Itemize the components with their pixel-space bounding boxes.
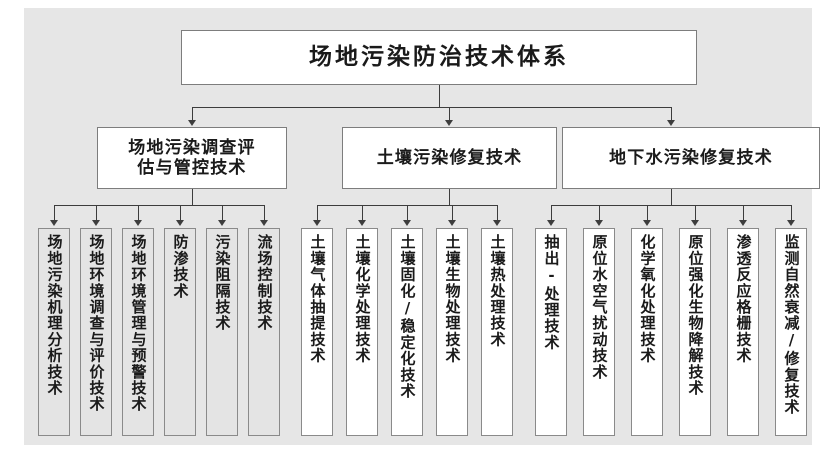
leaf-node-g1-c6-label: 流场控制技术 bbox=[255, 234, 274, 332]
arrow-down-icon-g3-c4 bbox=[691, 220, 699, 226]
arrow-down-icon-g1-c6 bbox=[260, 220, 268, 226]
leaf-node-g3-c1[interactable]: 抽出-处理技术 bbox=[535, 228, 567, 436]
connector-branch-2-leaf-4 bbox=[452, 205, 453, 221]
diagram-canvas: 场地污染防治技术体系 场地污染调查评 估与管控技术 土壤污染修复技术 地下水污染… bbox=[24, 8, 820, 445]
connector-branch-1-leaf-3 bbox=[138, 205, 139, 221]
leaf-node-g3-c6[interactable]: 监测自然衰减/修复技术 bbox=[775, 228, 807, 436]
leaf-node-g2-c4-label: 土壤生物处理技术 bbox=[443, 234, 462, 364]
branch-node-soil[interactable]: 土壤污染修复技术 bbox=[342, 127, 557, 189]
connector-branch-1-stem bbox=[192, 189, 193, 205]
arrow-down-icon-g1-c3 bbox=[134, 220, 142, 226]
leaf-node-g1-c4[interactable]: 防渗技术 bbox=[164, 228, 196, 436]
connector-branch-3-leaf-5 bbox=[743, 205, 744, 221]
connector-branch-2-stem bbox=[449, 189, 450, 205]
arrow-down-icon-g3-c5 bbox=[739, 220, 747, 226]
connector-branch-1-bus bbox=[54, 205, 264, 206]
arrow-down-icon-g1-c1 bbox=[50, 220, 58, 226]
leaf-node-g2-c2[interactable]: 土壤化学处理技术 bbox=[346, 228, 378, 436]
connector-branch-1-leaf-4 bbox=[180, 205, 181, 221]
connector-branch-3-leaf-2 bbox=[599, 205, 600, 221]
branch-node-investigation[interactable]: 场地污染调查评 估与管控技术 bbox=[97, 127, 287, 189]
leaf-node-g2-c3-label: 土壤固化/稳定化技术 bbox=[398, 234, 417, 399]
arrow-down-icon-g3-c2 bbox=[595, 220, 603, 226]
arrow-down-icon-g2-c5 bbox=[493, 220, 501, 226]
connector-branch-1-leaf-5 bbox=[222, 205, 223, 221]
root-node-label: 场地污染防治技术体系 bbox=[309, 43, 569, 70]
leaf-node-g1-c6[interactable]: 流场控制技术 bbox=[248, 228, 280, 436]
connector-root-to-branch-1 bbox=[192, 107, 193, 121]
arrow-down-icon-g3-c6 bbox=[787, 220, 795, 226]
leaf-node-g3-c5-label: 渗透反应格栅技术 bbox=[734, 234, 753, 364]
connector-root-to-branch-3 bbox=[671, 107, 672, 121]
leaf-node-g2-c5-label: 土壤热处理技术 bbox=[488, 234, 507, 348]
arrow-down-icon-g1-c2 bbox=[92, 220, 100, 226]
arrow-down-icon-g3-c1 bbox=[547, 220, 555, 226]
connector-branch-3-leaf-1 bbox=[551, 205, 552, 221]
connector-branch-1-leaf-2 bbox=[96, 205, 97, 221]
connector-root-bus bbox=[192, 107, 671, 108]
leaf-node-g1-c2-label: 场地环境调查与评价技术 bbox=[87, 234, 106, 413]
leaf-node-g2-c5[interactable]: 土壤热处理技术 bbox=[481, 228, 513, 436]
connector-branch-3-leaf-4 bbox=[695, 205, 696, 221]
leaf-node-g2-c2-label: 土壤化学处理技术 bbox=[353, 234, 372, 364]
arrow-down-icon-g2-c3 bbox=[403, 220, 411, 226]
leaf-node-g1-c1-label: 场地污染机理分析技术 bbox=[45, 234, 64, 396]
connector-branch-1-leaf-6 bbox=[264, 205, 265, 221]
arrow-down-icon-g1-c5 bbox=[218, 220, 226, 226]
connector-branch-2-leaf-1 bbox=[317, 205, 318, 221]
connector-root-to-branch-2 bbox=[449, 107, 450, 121]
branch-node-soil-label: 土壤污染修复技术 bbox=[376, 147, 523, 168]
connector-branch-2-leaf-5 bbox=[497, 205, 498, 221]
connector-branch-3-bus bbox=[551, 205, 791, 206]
leaf-node-g1-c2[interactable]: 场地环境调查与评价技术 bbox=[80, 228, 112, 436]
leaf-node-g1-c5-label: 污染阻隔技术 bbox=[213, 234, 232, 332]
connector-branch-3-stem bbox=[671, 189, 672, 205]
leaf-node-g3-c2[interactable]: 原位水空气扰动技术 bbox=[583, 228, 615, 436]
leaf-node-g3-c3[interactable]: 化学氧化处理技术 bbox=[631, 228, 663, 436]
leaf-node-g1-c4-label: 防渗技术 bbox=[171, 234, 190, 299]
arrow-down-icon-g2-c1 bbox=[313, 220, 321, 226]
arrow-down-icon-g2-c4 bbox=[448, 220, 456, 226]
leaf-node-g2-c4[interactable]: 土壤生物处理技术 bbox=[436, 228, 468, 436]
leaf-node-g3-c6-label: 监测自然衰减/修复技术 bbox=[782, 234, 801, 416]
arrow-down-icon-g3-c3 bbox=[643, 220, 651, 226]
leaf-node-g2-c3[interactable]: 土壤固化/稳定化技术 bbox=[391, 228, 423, 436]
leaf-node-g1-c5[interactable]: 污染阻隔技术 bbox=[206, 228, 238, 436]
connector-branch-3-leaf-6 bbox=[791, 205, 792, 221]
connector-branch-2-leaf-2 bbox=[362, 205, 363, 221]
leaf-node-g2-c1-label: 土壤气体抽提技术 bbox=[308, 234, 327, 364]
leaf-node-g1-c3[interactable]: 场地环境管理与预警技术 bbox=[122, 228, 154, 436]
branch-node-groundwater[interactable]: 地下水污染修复技术 bbox=[562, 127, 820, 189]
connector-branch-3-leaf-3 bbox=[647, 205, 648, 221]
arrow-down-icon-branch-3 bbox=[667, 120, 675, 126]
leaf-node-g3-c2-label: 原位水空气扰动技术 bbox=[590, 234, 609, 380]
connector-branch-2-leaf-3 bbox=[407, 205, 408, 221]
root-node-pollution-control-system[interactable]: 场地污染防治技术体系 bbox=[181, 30, 697, 85]
leaf-node-g2-c1[interactable]: 土壤气体抽提技术 bbox=[301, 228, 333, 436]
leaf-node-g3-c3-label: 化学氧化处理技术 bbox=[638, 234, 657, 364]
branch-node-investigation-label: 场地污染调查评 估与管控技术 bbox=[128, 137, 256, 178]
connector-root-stem bbox=[439, 85, 440, 107]
leaf-node-g1-c3-label: 场地环境管理与预警技术 bbox=[129, 234, 148, 413]
arrow-down-icon-g2-c2 bbox=[358, 220, 366, 226]
arrow-down-icon-branch-2 bbox=[445, 120, 453, 126]
leaf-node-g3-c5[interactable]: 渗透反应格栅技术 bbox=[727, 228, 759, 436]
leaf-node-g3-c1-label: 抽出-处理技术 bbox=[542, 234, 561, 351]
arrow-down-icon-branch-1 bbox=[188, 120, 196, 126]
leaf-node-g3-c4[interactable]: 原位强化生物降解技术 bbox=[679, 228, 711, 436]
branch-node-groundwater-label: 地下水污染修复技术 bbox=[609, 147, 773, 168]
connector-branch-1-leaf-1 bbox=[54, 205, 55, 221]
leaf-node-g3-c4-label: 原位强化生物降解技术 bbox=[686, 234, 705, 396]
leaf-node-g1-c1[interactable]: 场地污染机理分析技术 bbox=[38, 228, 70, 436]
arrow-down-icon-g1-c4 bbox=[176, 220, 184, 226]
